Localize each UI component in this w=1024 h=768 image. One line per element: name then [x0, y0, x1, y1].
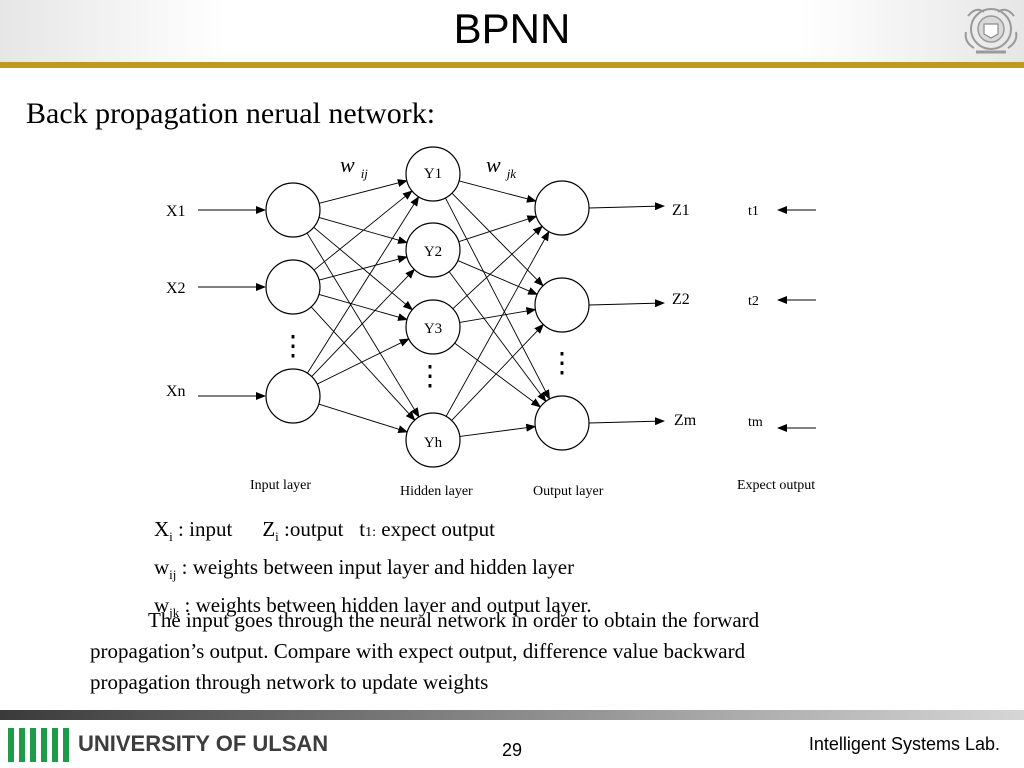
legend-wij-sub: ij	[169, 567, 177, 583]
edge-input-1-hidden-0	[313, 190, 413, 271]
io-arrows	[198, 202, 816, 432]
footer-gradient-line	[0, 710, 1024, 720]
legend-xi-sub: i	[169, 529, 173, 545]
input-ellipsis: ⋮	[279, 331, 307, 362]
university-crest-icon	[964, 8, 1018, 54]
input-node-1	[265, 259, 321, 315]
legend-row-wjk: wjk : weights between hidden layer and o…	[154, 590, 592, 628]
output-arrow-1	[588, 299, 665, 308]
legend-zi-sub: i	[275, 529, 279, 545]
edge-hidden-0-output-1	[451, 192, 544, 287]
explanation-paragraph: The input goes through the neural networ…	[90, 605, 910, 698]
legend-xi-desc: : input	[172, 517, 233, 541]
layer-label-input: Input layer	[250, 478, 311, 493]
slide-subtitle: Back propagation nerual network:	[26, 97, 436, 130]
output-arrow-0	[588, 202, 665, 211]
legend-zi-desc: :output	[278, 517, 344, 541]
edge-hidden-1-output-1	[457, 260, 539, 295]
edge-input-1-hidden-2	[318, 293, 409, 321]
layer-label-output: Output layer	[533, 484, 604, 499]
target-label-m: tm	[748, 415, 763, 430]
legend-block: Xi : input Zi :output t1: expect output w…	[154, 514, 592, 629]
edge-hidden-2-output-1	[459, 307, 537, 323]
edge-input-0-hidden-3	[306, 232, 420, 418]
edge-hidden-2-output-0	[452, 225, 543, 310]
output-node-0	[534, 180, 590, 236]
legend-wjk-desc: : weights between hidden layer and outpu…	[179, 593, 592, 618]
legend-t-sub: 1:	[365, 525, 377, 540]
legend-t: t	[359, 517, 366, 541]
output-arrow-2	[588, 417, 665, 426]
hidden-label-h: Yh	[424, 435, 443, 451]
edge-hidden-3-output-2	[459, 423, 537, 437]
legend-row-io: Xi : input Zi :output t1: expect output	[154, 514, 592, 552]
page-number: 29	[501, 740, 523, 760]
legend-t-desc: expect output	[376, 517, 495, 541]
hidden-label-3: Y3	[424, 321, 442, 337]
output-label-1: Z1	[672, 202, 690, 219]
input-label-2: X2	[166, 280, 186, 297]
neuron-nodes	[265, 146, 590, 468]
edge-hidden-0-output-0	[458, 180, 537, 203]
weight-connections	[306, 179, 551, 437]
output-label-2: Z2	[672, 291, 690, 308]
legend-wij-desc: : weights between input layer and hidden…	[176, 555, 575, 580]
paragraph-line-1-text: The input goes through the neural networ…	[148, 608, 760, 632]
legend-zi: Z	[262, 517, 276, 541]
hidden-ellipsis: ⋮	[416, 361, 444, 392]
legend-xi: X	[154, 517, 170, 541]
header-accent-line	[0, 62, 1024, 68]
lab-name: Intelligent Systems Lab.	[808, 734, 1000, 754]
edge-hidden-3-output-1	[451, 323, 545, 421]
edge-hidden-2-output-2	[454, 342, 542, 408]
input-node-0	[265, 182, 321, 238]
edge-hidden-0-output-2	[445, 197, 551, 400]
paragraph-line-3: propagation through network to update we…	[90, 670, 489, 694]
legend-wjk: w	[154, 593, 170, 618]
edge-hidden-1-output-2	[448, 271, 547, 403]
legend-row-wij: wij : weights between input layer and hi…	[154, 552, 592, 590]
paragraph-line-2: propagation’s output. Compare with expec…	[90, 639, 746, 663]
hidden-label-1: Y1	[424, 166, 442, 182]
target-label-1: t1	[748, 204, 759, 219]
input-label-n: Xn	[166, 383, 186, 400]
edge-input-1-hidden-3	[310, 306, 416, 421]
hidden-node-3	[405, 412, 461, 468]
hidden-label-2: Y2	[424, 244, 442, 260]
input-label-1: X1	[166, 203, 186, 220]
edge-input-1-hidden-1	[318, 255, 408, 281]
output-label-m: Zm	[674, 412, 697, 429]
university-logo-icon	[8, 728, 70, 762]
legend-wjk-sub: jk	[169, 605, 180, 621]
hidden-node-1	[405, 222, 461, 278]
layer-label-expect: Expect output	[737, 478, 815, 493]
hidden-node-0	[405, 146, 461, 202]
target-label-2: t2	[748, 294, 759, 309]
network-diagram: ⋮ ⋮ ⋮ X1 X2 Xn Y1 Y2 Y3 Yh Z1 Z2 Zm t1 t…	[166, 146, 816, 499]
edge-hidden-1-output-0	[458, 215, 538, 243]
edge-hidden-3-output-0	[445, 230, 550, 417]
input-node-2	[265, 368, 321, 424]
edge-input-2-hidden-1	[311, 268, 416, 377]
edge-input-2-hidden-3	[318, 403, 409, 434]
paragraph-line-1: The input goes through the neural networ…	[90, 605, 910, 636]
hidden-node-2	[405, 299, 461, 355]
slide-title: BPNN	[453, 5, 571, 52]
edge-input-2-hidden-2	[317, 338, 410, 385]
university-name: UNIVERSITY OF ULSAN	[78, 731, 329, 756]
footer-bar	[0, 720, 1024, 768]
header-bar	[0, 0, 1024, 62]
legend-wij: w	[154, 555, 170, 580]
edge-input-0-hidden-0	[319, 179, 408, 204]
output-node-2	[534, 395, 590, 451]
output-ellipsis: ⋮	[548, 348, 576, 379]
edge-input-2-hidden-0	[307, 195, 420, 374]
layer-label-hidden: Hidden layer	[400, 484, 473, 499]
output-node-1	[534, 277, 590, 333]
